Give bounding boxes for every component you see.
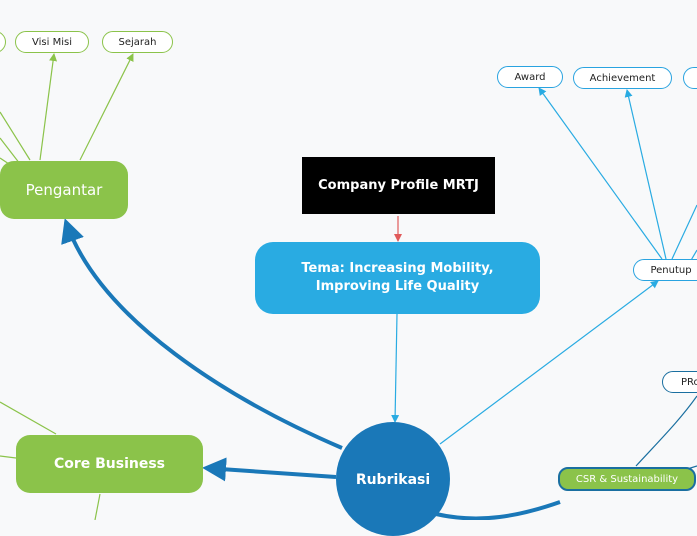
edge-core-offscreen-2 — [0, 455, 17, 459]
node-theme-label: Tema: Increasing Mobility, Improving Lif… — [301, 261, 494, 294]
edge-central-right — [435, 500, 561, 520]
node-csr[interactable]: CSR & Sustainability — [558, 467, 696, 491]
node-visi-misi-label: Visi Misi — [32, 36, 72, 48]
edge-central-pengantar — [61, 218, 343, 450]
edge-theme-central — [391, 313, 400, 423]
edge-core-offscreen-3 — [94, 493, 101, 520]
connector-layer — [0, 53, 697, 520]
node-offscreen-right-pill[interactable] — [683, 67, 697, 89]
edge-pengantar-offscreen-2 — [0, 137, 21, 165]
node-title-label: Company Profile MRTJ — [318, 178, 479, 193]
node-sejarah[interactable]: Sejarah — [102, 31, 173, 53]
node-central-label: Rubrikasi — [355, 472, 431, 488]
edge-csr-pro — [635, 395, 697, 467]
node-core-business-label: Core Business — [53, 456, 166, 472]
edge-pengantar-visimisi — [39, 53, 58, 161]
edge-penutup-offscreen-1 — [671, 204, 697, 260]
node-penutup-label: Penutup — [650, 264, 692, 276]
node-csr-label: CSR & Sustainability — [575, 473, 679, 485]
node-visi-misi[interactable]: Visi Misi — [15, 31, 89, 53]
node-achievement[interactable]: Achievement — [573, 67, 672, 89]
edge-penutup-award — [538, 87, 663, 260]
node-penutup[interactable]: Penutup — [633, 259, 697, 281]
node-achievement-label: Achievement — [589, 72, 656, 84]
edge-central-core — [202, 457, 337, 482]
node-pengantar[interactable]: Pengantar — [0, 161, 128, 219]
edge-pengantar-offscreen-1 — [0, 111, 31, 161]
edge-pengantar-sejarah — [79, 53, 134, 161]
node-title[interactable]: Company Profile MRTJ — [302, 157, 495, 214]
node-pro[interactable]: PRo — [662, 371, 697, 393]
edge-central-penutup — [439, 280, 659, 445]
edge-penutup-achievement — [624, 89, 667, 260]
node-theme[interactable]: Tema: Increasing Mobility, Improving Lif… — [255, 242, 540, 314]
node-pro-label: PRo — [681, 376, 697, 388]
node-award-label: Award — [514, 71, 546, 83]
edge-core-offscreen-1 — [0, 401, 57, 435]
node-sejarah-label: Sejarah — [118, 36, 157, 48]
node-central[interactable]: Rubrikasi — [336, 422, 450, 536]
node-core-business[interactable]: Core Business — [16, 435, 203, 493]
node-pengantar-label: Pengantar — [25, 181, 103, 199]
node-award[interactable]: Award — [497, 66, 563, 88]
